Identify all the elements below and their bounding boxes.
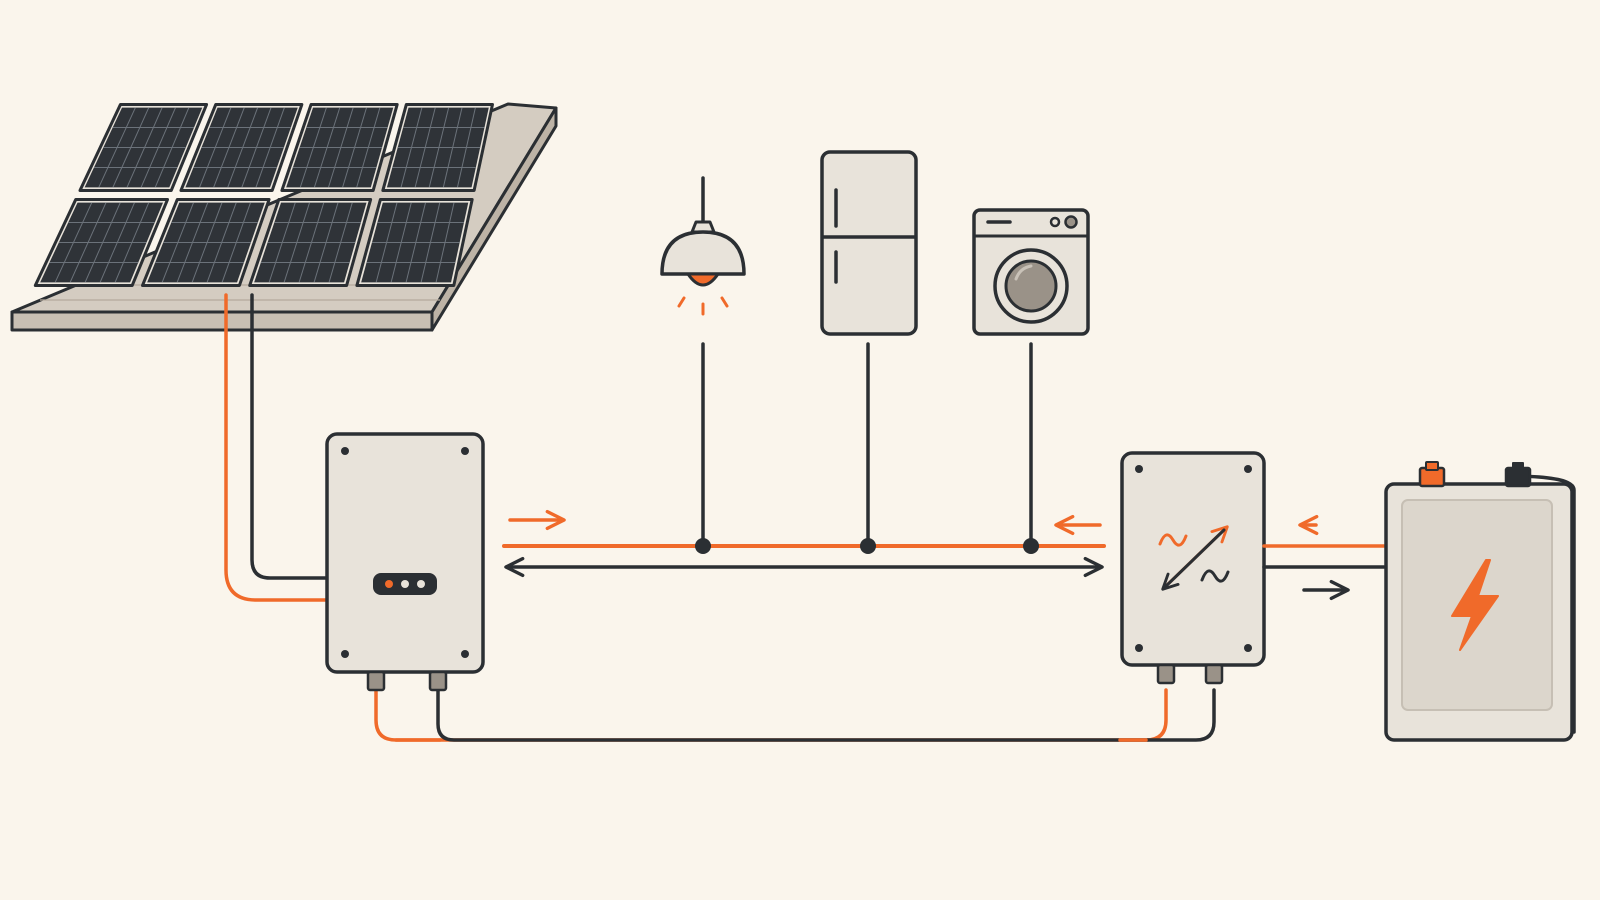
battery-icon — [1384, 461, 1576, 742]
ac-dc-converter-icon — [1120, 451, 1266, 685]
ac-bus — [502, 544, 1106, 578]
solar-module — [248, 198, 373, 287]
solar-module — [355, 198, 474, 287]
pendant-lamp-icon — [660, 176, 746, 316]
solar-module — [280, 103, 399, 192]
junction-node-icon — [1023, 538, 1039, 554]
panel-to-inverter-wires — [224, 293, 328, 602]
junction-node-icon — [860, 538, 876, 554]
solar-module — [78, 103, 209, 192]
inverter-converter-bottom-wires — [374, 688, 1216, 742]
solar-module — [179, 103, 304, 192]
junction-node-icon — [695, 538, 711, 554]
solar-module — [33, 198, 170, 287]
solar-module — [381, 103, 494, 192]
refrigerator-icon — [820, 150, 918, 336]
solar-inverter-icon — [325, 432, 485, 692]
lightning-bolt-icon — [1451, 559, 1499, 651]
washing-machine-icon — [972, 208, 1090, 336]
solar-module — [141, 198, 271, 287]
appliance-drops — [701, 342, 1033, 548]
solar-panel-array-icon — [33, 103, 494, 287]
converter-battery-wires — [1262, 544, 1386, 569]
